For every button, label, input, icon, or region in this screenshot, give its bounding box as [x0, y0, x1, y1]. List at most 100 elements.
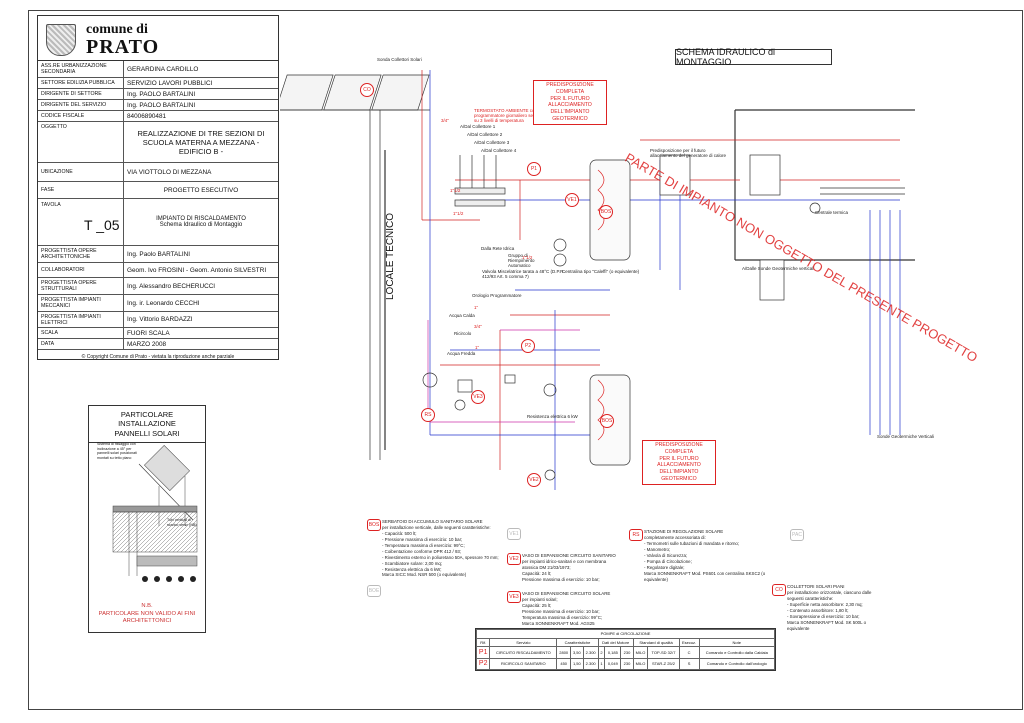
pump-cell: S	[678, 657, 700, 671]
solar-note-text: PARTICOLARE NON VALIDO AI FINI ARCHITETT…	[98, 610, 196, 625]
legend-line: Marca SONNENKRAFT Mod. AGS25	[522, 620, 595, 626]
legend-ve2: VE2 VASO DI ESPANSIONE CIRCUITO SANITARI…	[507, 553, 622, 583]
legend-body: VASO DI ESPANSIONE CIRCUITO SOLARE per i…	[522, 591, 622, 627]
legend-ve3: VE3 VASO DI ESPANSIONE CIRCUITO SOLARE p…	[507, 591, 622, 627]
legend-line: - Coibentazione conforme DPR 412 / 93;	[382, 548, 462, 554]
pipe-size-label: 1"	[474, 305, 479, 310]
solar-section-drawing	[112, 445, 198, 582]
pred-line: PREDISPOSIZIONE COMPLETA	[546, 82, 594, 95]
tb-row-key: SCALA	[38, 328, 124, 338]
pump-ref: P1	[475, 646, 491, 659]
legend-bos: BOS SERBATOIO DI ACCUMULO SANITARIO SOLA…	[367, 519, 502, 578]
legend-line: - Valvola di Sicurezza;	[644, 552, 688, 558]
legend-tag: PAC	[790, 529, 804, 541]
tb-row-value: Ing. Paolo BARTALINI	[127, 250, 190, 258]
pump-cell: STAR-Z 25/2	[647, 657, 680, 671]
legend-line: per impianti solari;	[522, 596, 558, 602]
sonda-label: Sonda Collettori Solari	[377, 57, 422, 62]
legend-line: - Manometro;	[644, 546, 671, 552]
pump-header: Dati del Motore	[597, 637, 634, 648]
legend-line: Marca SONNENKRAFT Mod. SK 500L o equival…	[787, 619, 867, 631]
solar-detail-title: PARTICOLARE INSTALLAZIONE PANNELLI SOLAR…	[89, 406, 205, 444]
pump-cell: MILO	[632, 646, 649, 659]
pred-line: PER IL FUTURO ALLACCIAMENTO	[657, 455, 701, 469]
pump-cell: 2800	[556, 646, 572, 659]
ricircolo-label: Ricircolo	[454, 331, 472, 336]
legend-rs: RS STAZIONE DI REGOLAZIONE SOLARE comple…	[629, 529, 779, 582]
legend-body: COLLETTORI SOLARI PIANI per installazion…	[787, 584, 887, 632]
legend-tag: VE1	[507, 528, 521, 540]
pipe-size-label: 1"	[475, 345, 480, 350]
pump-cell: 450	[556, 657, 572, 671]
tb-row-value: Ing. Alessandro BECHERUCCI	[127, 282, 216, 290]
tag-p1: P1	[527, 162, 541, 176]
pump-header: Caratteristiche	[556, 637, 599, 648]
tag-ve2: VE2	[527, 473, 541, 487]
hydraulic-schema-drawing	[280, 70, 915, 490]
pump-cell: 0,185	[604, 646, 622, 659]
tb-row-value: GERARDINA CARDILLO	[127, 65, 199, 73]
pump-service: CIRCUITO RISCALDAMENTO	[489, 646, 558, 659]
tb-row-key: PROGETTISTA IMPIANTI MECCANICI	[38, 295, 124, 311]
pipe-size-label: 3/4"	[474, 324, 482, 329]
tb-row-key: PROGETTISTA OPERE STRUTTURALI	[38, 278, 124, 294]
pred-line: PER IL FUTURO ALLACCIAMENTO	[548, 95, 592, 109]
legend-line: - Contenuto assorbitore: 1,80 lt;	[787, 607, 849, 613]
solar-detail-caption: Sistema di fissaggio con inclinazione a …	[97, 442, 137, 461]
solar-note-nb: N.B.	[141, 603, 153, 610]
legend-line: - Termometri sulle tubazioni di mandata …	[644, 540, 740, 546]
acqua-fredda-label: Acqua Fredda	[447, 351, 476, 356]
table-row: P2 RICIRCOLO SANITARIO 450 1,50 2.300 1 …	[475, 657, 776, 671]
tb-row-value: VIA VIOTTOLO DI MEZZANA	[127, 168, 212, 176]
tavola-title: IMPIANTO DI RISCALDAMENTO	[156, 216, 246, 222]
pump-header: Servizio	[489, 637, 558, 648]
tag-ve1: VE1	[565, 193, 579, 207]
legend-title: STAZIONE DI REGOLAZIONE SOLARE	[644, 529, 724, 534]
collettore-label-3: A/Dal Collettore 3	[474, 140, 510, 145]
table-row: P1 CIRCUITO RISCALDAMENTO 2800 3,50 2.30…	[475, 646, 776, 659]
locale-tecnico-label: LOCALE TECNICO	[385, 212, 396, 300]
legend-line: Capacità: 25 lt;	[522, 602, 552, 608]
valvola-label: Valvola Miscelatrice tarata a 48°C (D.P.…	[482, 269, 565, 279]
pump-cell: Comando e Controllo dall'orologio	[698, 657, 776, 671]
collettore-label-2: A/Dal Collettore 2	[467, 132, 503, 137]
pred-line: PREDISPOSIZIONE COMPLETA	[655, 442, 703, 455]
tb-row-key: DIRIGENTE DEL SERVIZIO	[38, 100, 124, 110]
solar-detail-title-line1: PARTICOLARE INSTALLAZIONE	[118, 410, 176, 429]
tb-row-key: DIRIGENTE DI SETTORE	[38, 89, 124, 99]
tag-ve3: VE3	[471, 390, 485, 404]
pump-table-title: POMPE di CIRCOLAZIONE	[476, 629, 775, 639]
legend-line: Marca SICC Mod. NSR 500 (o equivalente)	[382, 572, 467, 578]
legend-body: STAZIONE DI REGOLAZIONE SOLARE completam…	[644, 529, 779, 582]
pump-table-grid: POMPE di CIRCOLAZIONE Rif. Servizio Cara…	[475, 629, 776, 671]
legend-line: - Capacità: 500 lt;	[382, 530, 417, 536]
legend-line: - Resistenza elettrica da 6 kW;	[382, 566, 442, 572]
geothermal-predisposition-box-top: PREDISPOSIZIONE COMPLETA PER IL FUTURO A…	[533, 80, 607, 125]
legend-line: - Rivestimento esterno in poliuretano 50…	[382, 554, 499, 560]
tb-row-key: ASS.RE URBANIZZAZIONE SECONDARIA	[38, 61, 124, 77]
legend-title: VASO DI ESPANSIONE CIRCUITO SOLARE	[522, 591, 611, 596]
legend-line: Marca SONNENKRAFT Mod. PS601 con central…	[644, 570, 766, 582]
tb-row-key: UBICAZIONE	[38, 163, 124, 181]
legend-line: - Pressione massima di esercizio: 10 bar…	[382, 536, 463, 542]
tb-row-key: OGGETTO	[38, 122, 124, 162]
predisposizione-generatore-label: Predisposizione per il futuro allacciame…	[650, 148, 727, 158]
collettore-label-4: A/Dal Collettore 4	[481, 148, 517, 153]
legend-title: COLLETTORI SOLARI PIANI	[787, 584, 845, 589]
solar-detail-title-line2: PANNELLI SOLARI	[114, 428, 180, 438]
tb-row-value: Ing. ir. Leonardo CECCHI	[127, 299, 200, 307]
legend-tag: VE2	[507, 553, 521, 565]
tb-row-value: 84006890481	[127, 112, 167, 120]
tavola-label: TAVOLA	[41, 202, 61, 208]
pred-line: DELL'IMPIANTO GEOTERMICO	[659, 469, 699, 482]
legend-line: per installazione verticale, dalle segue…	[382, 524, 491, 530]
legend-line: - Scambiatore solare: 2,00 mq;	[382, 560, 443, 566]
